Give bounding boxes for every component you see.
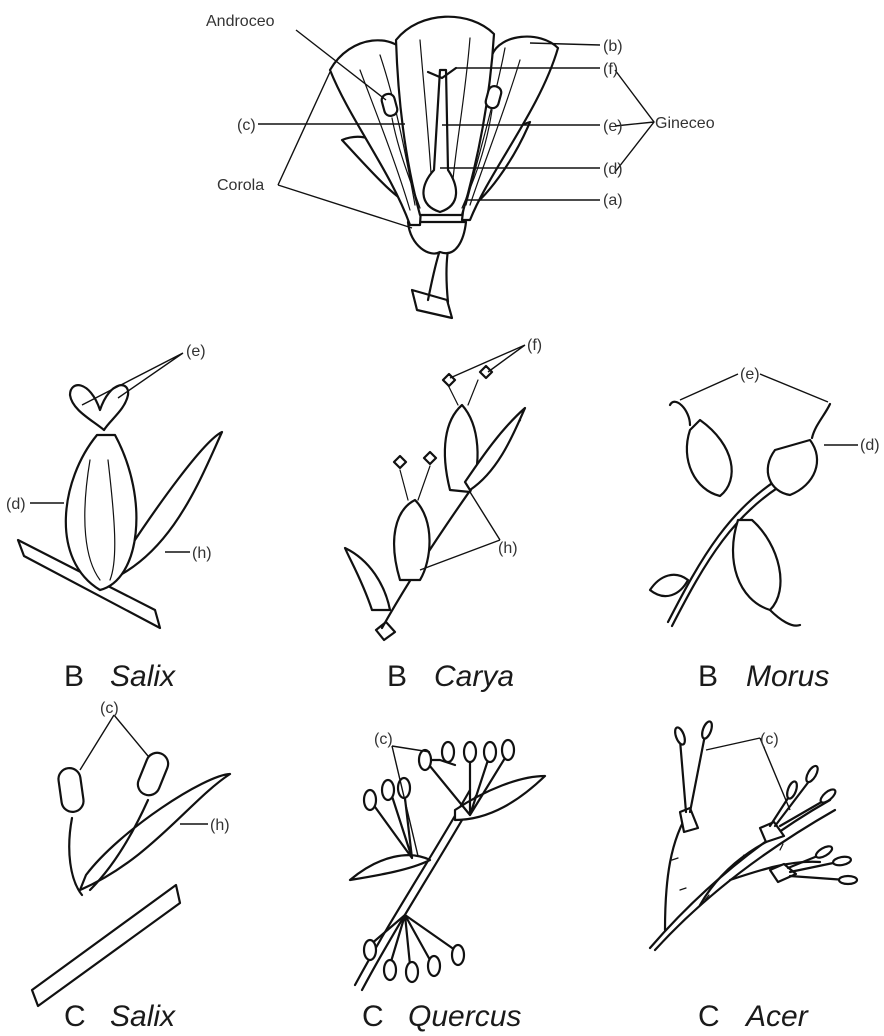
panel-b-carya: (f) (h) B Carya [345, 337, 542, 693]
leader-f [450, 345, 525, 378]
anther-left [57, 767, 85, 814]
ovary [66, 435, 137, 590]
leader-c [80, 715, 148, 770]
stigmas [70, 385, 128, 430]
label-e: (e) [740, 366, 760, 383]
label-e: (e) [186, 343, 206, 360]
panel-c-salix: (c) (h) C Salix [32, 700, 230, 1033]
caption-genus: Carya [434, 660, 514, 693]
caption-genus: Acer [744, 1000, 809, 1033]
bract-lower [345, 548, 390, 610]
label-c: (c) [237, 117, 256, 134]
label-e: (e) [603, 118, 623, 135]
receptacle [408, 222, 466, 254]
panel-b-salix: (e) (d) (h) B Salix [6, 343, 222, 693]
caption-letter: B [387, 660, 407, 693]
fruitlet-left [687, 420, 732, 496]
label-h: (h) [192, 545, 212, 562]
label-f: (f) [603, 61, 618, 78]
filaments-low [370, 915, 455, 965]
twig-cut [376, 622, 395, 640]
label-c: (c) [760, 731, 779, 748]
label-c: (c) [100, 700, 119, 717]
fruitlet-right [768, 440, 817, 495]
pedicel [428, 250, 448, 302]
caption-genus: Salix [110, 660, 176, 693]
anther-right [135, 749, 172, 798]
caption-letter: B [64, 660, 84, 693]
label-d: (d) [603, 161, 623, 178]
label-androceo: Androceo [206, 13, 275, 30]
caption-genus: Quercus [408, 1000, 521, 1033]
label-h: (h) [210, 817, 230, 834]
label-f: (f) [527, 337, 542, 354]
fruitlet-lower [733, 520, 780, 610]
caption-genus: Morus [746, 660, 829, 693]
label-h: (h) [498, 540, 518, 557]
caption-letter: C [698, 1000, 720, 1033]
label-corola: Corola [217, 177, 264, 194]
label-d: (d) [860, 437, 880, 454]
twig [32, 885, 180, 1006]
panel-c-quercus: (c) C Quercus [350, 731, 545, 1033]
caption-letter: C [362, 1000, 384, 1033]
leader-c [706, 738, 790, 810]
stem-cut [412, 290, 452, 318]
label-gineceo: Gineceo [655, 115, 715, 132]
label-a: (a) [603, 192, 623, 209]
panel-c-acer: (c) C Acer [650, 720, 857, 1033]
label-b: (b) [603, 38, 623, 55]
caption-letter: B [698, 660, 718, 693]
caption-letter: C [64, 1000, 86, 1033]
label-c: (c) [374, 731, 393, 748]
panel-b-morus: (e) (d) B Morus [650, 366, 880, 693]
caption-genus: Salix [110, 1000, 176, 1033]
leader-e [82, 353, 183, 405]
label-d: (d) [6, 496, 26, 513]
